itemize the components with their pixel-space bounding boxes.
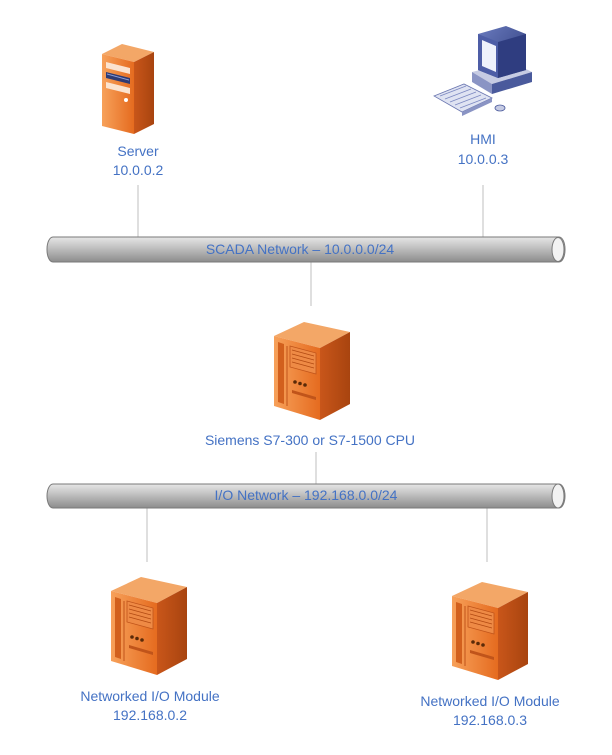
workstation-icon — [433, 25, 533, 117]
mainframe-icon — [110, 576, 188, 676]
scada-network-bus: SCADA Network – 10.0.0.0/24 — [46, 236, 566, 263]
plc-name: Siemens S7-300 or S7-1500 CPU — [205, 432, 415, 448]
plc-node: Siemens S7-300 or S7-1500 CPU — [205, 321, 415, 448]
io-module-2-ip: 192.168.0.3 — [453, 712, 527, 728]
io-module-2-node: Networked I/O Module 192.168.0.3 — [420, 581, 560, 728]
scada-network-label: SCADA Network – 10.0.0.0/24 — [206, 241, 395, 257]
server-tower-icon — [102, 44, 154, 134]
mainframe-icon — [273, 321, 351, 421]
io-network-label: I/O Network – 192.168.0.0/24 — [215, 487, 398, 503]
io-module-2-name: Networked I/O Module — [420, 693, 559, 709]
hmi-node: HMI 10.0.0.3 — [433, 25, 533, 167]
hmi-ip: 10.0.0.3 — [458, 151, 509, 167]
mainframe-icon — [451, 581, 529, 681]
io-module-1-name: Networked I/O Module — [80, 688, 219, 704]
server-name: Server — [117, 143, 159, 159]
io-network-bus: I/O Network – 192.168.0.0/24 — [46, 483, 566, 509]
io-module-1-ip: 192.168.0.2 — [113, 707, 187, 723]
hmi-name: HMI — [470, 131, 496, 147]
server-node: Server 10.0.0.2 — [102, 44, 164, 178]
server-ip: 10.0.0.2 — [113, 162, 164, 178]
io-module-1-node: Networked I/O Module 192.168.0.2 — [80, 576, 220, 723]
